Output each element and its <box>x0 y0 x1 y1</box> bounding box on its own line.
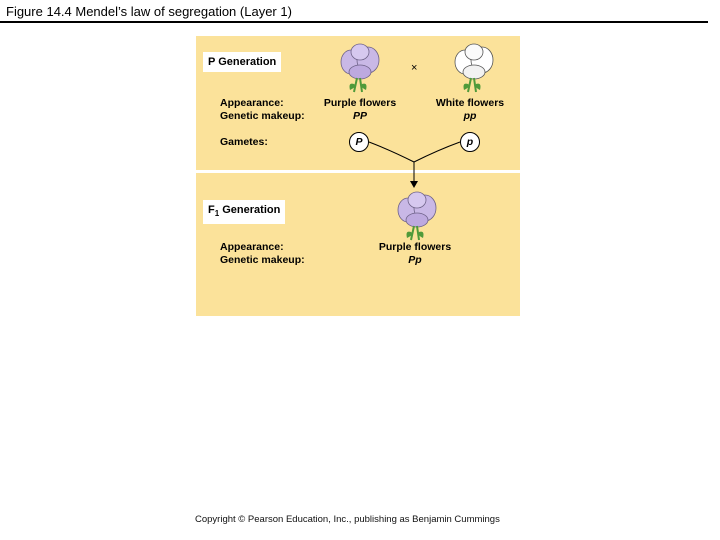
offspring-genotype: Pp <box>408 254 422 266</box>
purple-flower-icon <box>340 43 380 93</box>
generation-divider <box>196 170 520 173</box>
p-generation-heading: P Generation <box>203 52 282 72</box>
cross-symbol: × <box>411 62 418 74</box>
white-flower-icon <box>454 43 494 93</box>
figure-title: Figure 14.4 Mendel’s law of segregation … <box>6 4 292 19</box>
parent-left-genotype: PP <box>352 110 367 122</box>
copyright-notice: Copyright © Pearson Education, Inc., pub… <box>195 514 500 525</box>
parent-right-genotype: pp <box>463 110 477 122</box>
p-appearance-label: Appearance: <box>220 97 284 109</box>
f1-generation-heading: F1 Generation <box>203 200 286 225</box>
f1-genetic-makeup-label: Genetic makeup: <box>220 254 305 266</box>
p-genetic-makeup-label: Genetic makeup: <box>220 110 305 122</box>
title-rule <box>0 21 708 23</box>
offspring-flower-icon <box>397 191 437 241</box>
diagram-panel <box>196 36 520 316</box>
parent-left-appearance: Purple flowers <box>323 97 397 109</box>
gamete-left: P <box>349 132 369 152</box>
f1-appearance-label: Appearance: <box>220 241 284 253</box>
offspring-appearance: Purple flowers <box>378 241 452 253</box>
gametes-label: Gametes: <box>220 136 268 148</box>
parent-right-appearance: White flowers <box>435 97 505 109</box>
gamete-right: p <box>460 132 480 152</box>
